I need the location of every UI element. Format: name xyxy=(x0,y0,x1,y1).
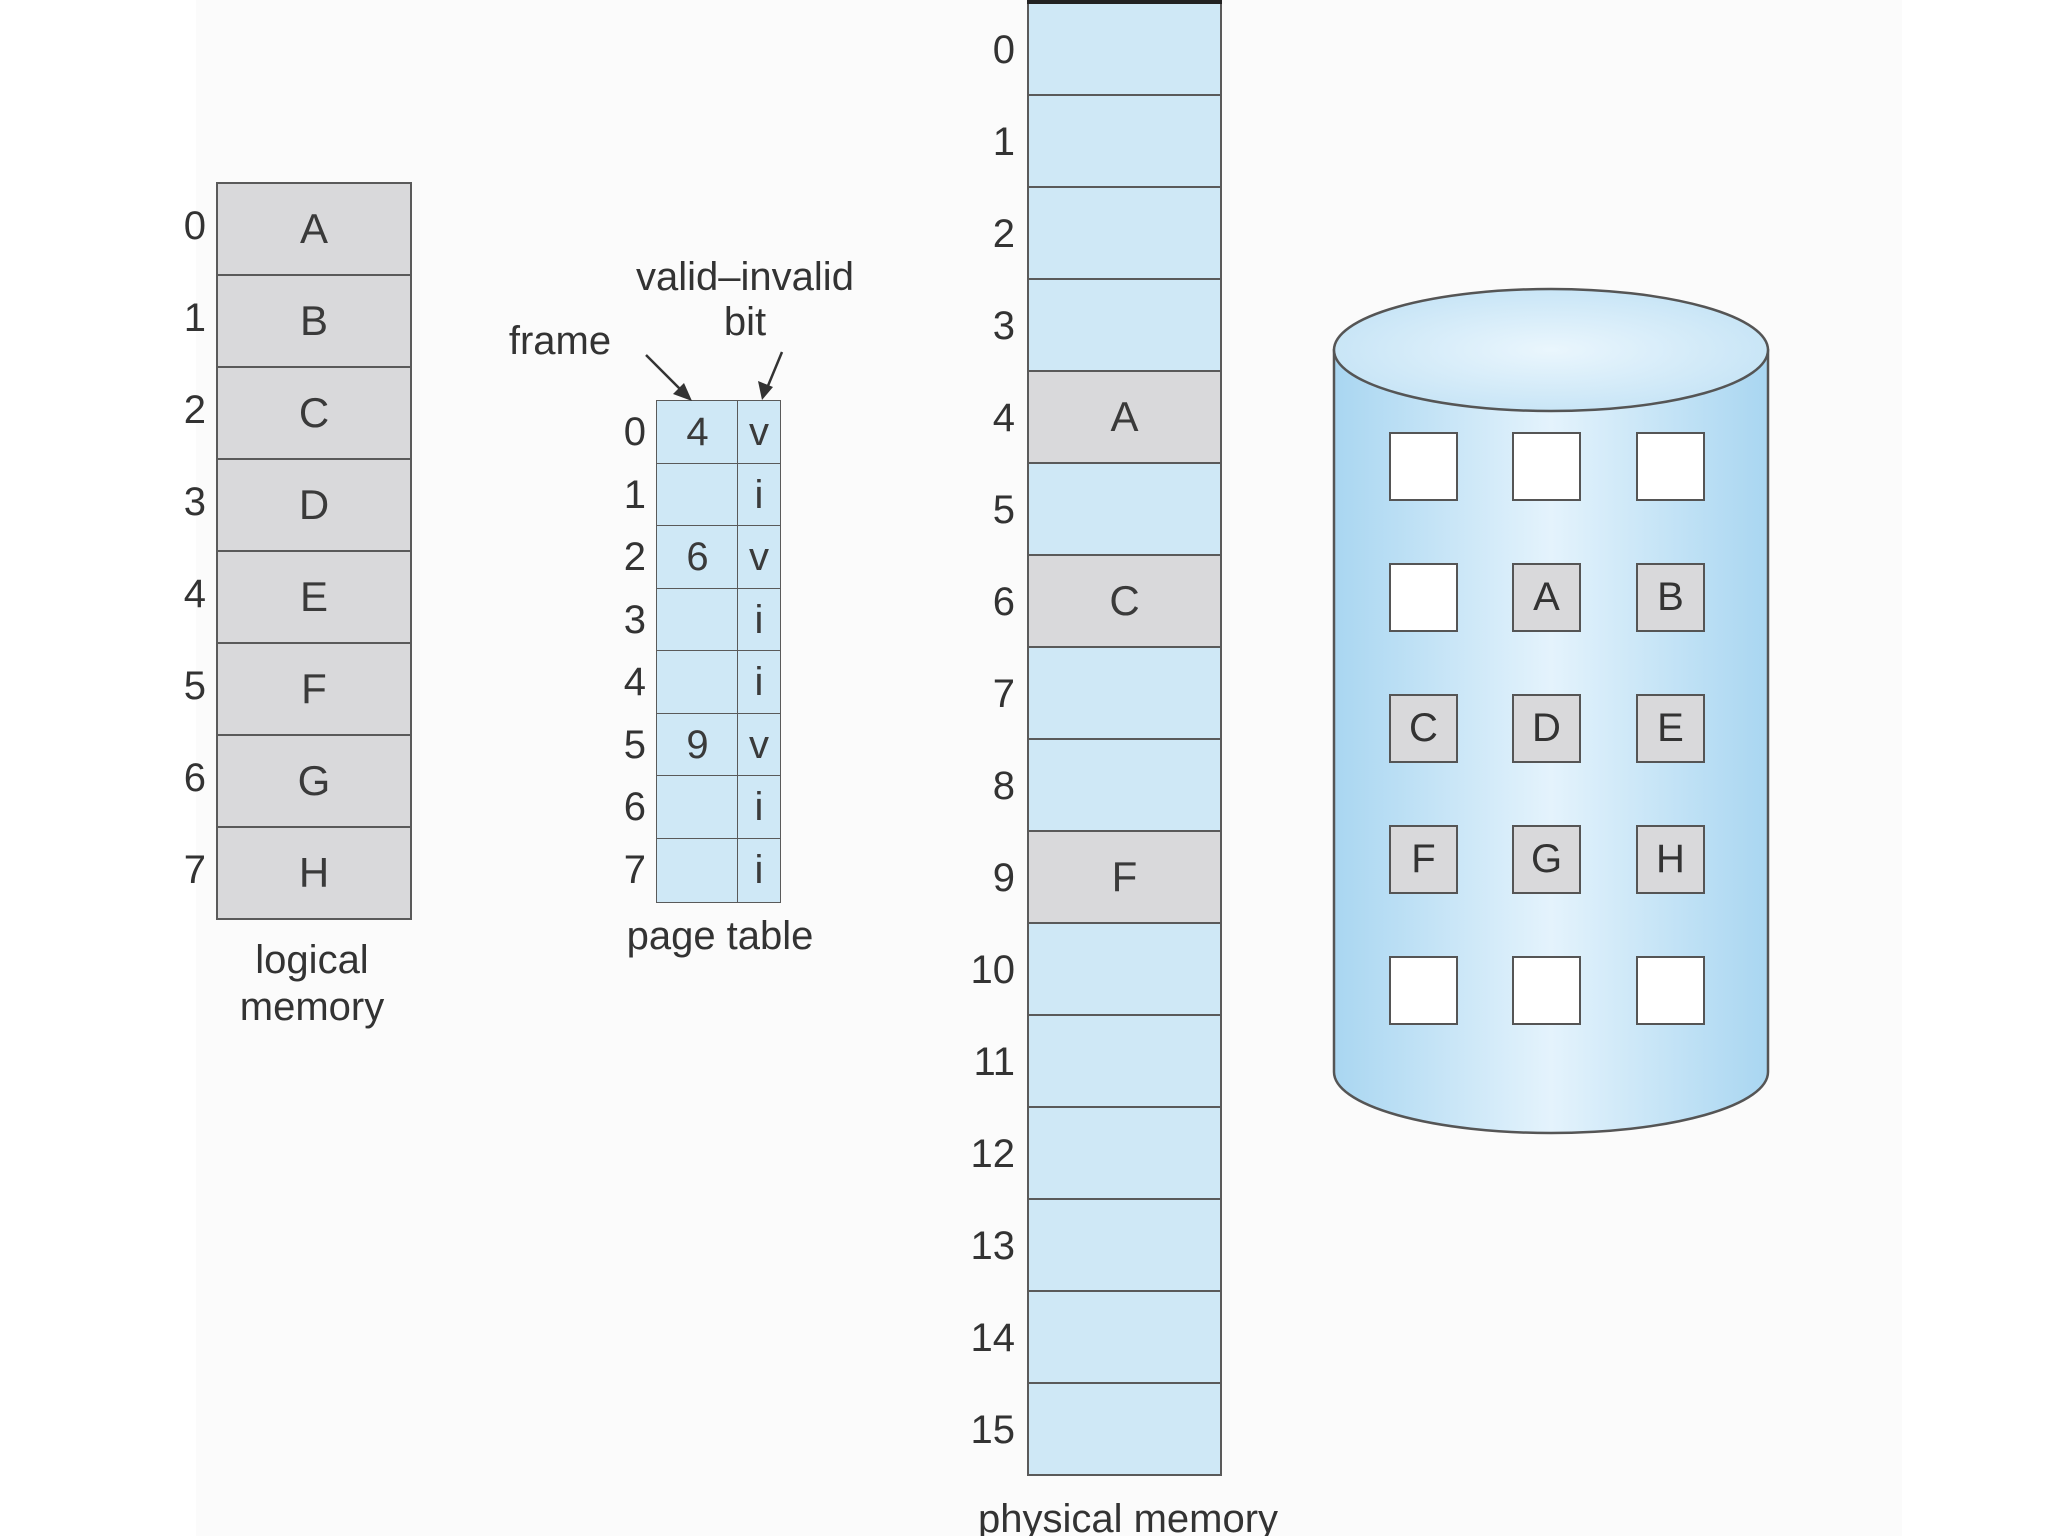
physical-frame-cell: C xyxy=(1027,554,1222,648)
physical-frame-index: 8 xyxy=(992,764,1015,808)
logical-page-index: 5 xyxy=(183,664,206,708)
page-table-index: 7 xyxy=(623,848,646,892)
logical-page-index: 3 xyxy=(183,480,206,524)
physical-frame-index: 4 xyxy=(992,396,1015,440)
page-table-frame-cell: 4 xyxy=(656,400,739,465)
backing-store-page-slot: G xyxy=(1512,825,1581,894)
physical-frame-cell: A xyxy=(1027,370,1222,464)
physical-frame-cell xyxy=(1027,646,1222,740)
logical-page-index: 7 xyxy=(183,848,206,892)
physical-frame-index: 2 xyxy=(992,212,1015,256)
page-table-valid-bit-cell: v xyxy=(737,400,781,465)
page-table-index: 0 xyxy=(623,410,646,454)
logical-page-cell: C xyxy=(216,366,412,460)
logical-page-cell: D xyxy=(216,458,412,552)
backing-store-page-slot xyxy=(1389,956,1458,1025)
physical-memory-top-edge xyxy=(1027,0,1222,4)
backing-store-page-slot xyxy=(1636,956,1705,1025)
physical-frame-index: 15 xyxy=(970,1408,1016,1452)
backing-store-page-slot: D xyxy=(1512,694,1581,763)
backing-store-page-slot: H xyxy=(1636,825,1705,894)
backing-store-page-slot: F xyxy=(1389,825,1458,894)
page-table-valid-bit-cell: i xyxy=(737,588,781,653)
valid-invalid-bit-label: valid–invalid bit xyxy=(636,255,854,344)
page-table-index: 3 xyxy=(623,598,646,642)
backing-store-page-slot: C xyxy=(1389,694,1458,763)
logical-page-index: 1 xyxy=(183,296,206,340)
valid-invalid-arrow xyxy=(758,351,784,400)
physical-frame-index: 5 xyxy=(992,488,1015,532)
page-table-valid-bit-cell: i xyxy=(737,838,781,903)
logical-page-index: 6 xyxy=(183,756,206,800)
page-table-frame-cell: 9 xyxy=(656,713,739,778)
physical-frame-cell xyxy=(1027,94,1222,188)
page-table-frame-cell: 6 xyxy=(656,525,739,590)
physical-frame-index: 6 xyxy=(992,580,1015,624)
physical-frame-index: 3 xyxy=(992,304,1015,348)
physical-frame-cell xyxy=(1027,278,1222,372)
physical-frame-cell xyxy=(1027,1382,1222,1476)
physical-frame-cell xyxy=(1027,1198,1222,1292)
page-table-frame-cell xyxy=(656,838,739,903)
page-table-index: 1 xyxy=(623,473,646,517)
page-table-label: page table xyxy=(626,914,814,958)
backing-store-page-slot xyxy=(1512,956,1581,1025)
physical-memory-label: physical memory xyxy=(977,1497,1279,1536)
logical-page-cell: G xyxy=(216,734,412,828)
page-table-index: 4 xyxy=(623,660,646,704)
frame-label: frame xyxy=(508,319,612,363)
physical-frame-index: 10 xyxy=(970,948,1016,992)
backing-store-page-slot: B xyxy=(1636,563,1705,632)
physical-frame-cell xyxy=(1027,1106,1222,1200)
page-table-index: 5 xyxy=(623,723,646,767)
physical-frame-cell xyxy=(1027,1290,1222,1384)
physical-frame-index: 14 xyxy=(970,1316,1016,1360)
logical-page-cell: B xyxy=(216,274,412,368)
logical-page-cell: A xyxy=(216,182,412,276)
page-table-valid-bit-cell: v xyxy=(737,713,781,778)
physical-frame-cell xyxy=(1027,462,1222,556)
logical-page-index: 2 xyxy=(183,388,206,432)
page-table-index: 2 xyxy=(623,535,646,579)
page-table-valid-bit-cell: i xyxy=(737,775,781,840)
page-table-frame-cell xyxy=(656,775,739,840)
backing-store-page-slot xyxy=(1512,432,1581,501)
logical-page-index: 4 xyxy=(183,572,206,616)
physical-frame-index: 1 xyxy=(992,120,1015,164)
logical-memory-label: logical memory xyxy=(239,938,385,1030)
backing-store-page-slot: E xyxy=(1636,694,1705,763)
backing-store-page-slot xyxy=(1389,432,1458,501)
physical-frame-index: 13 xyxy=(970,1224,1016,1268)
physical-frame-index: 11 xyxy=(973,1040,1015,1084)
physical-frame-cell xyxy=(1027,186,1222,280)
physical-frame-cell xyxy=(1027,1014,1222,1108)
backing-store-page-slot: A xyxy=(1512,563,1581,632)
physical-frame-index: 7 xyxy=(992,672,1015,716)
logical-page-cell: E xyxy=(216,550,412,644)
physical-frame-index: 12 xyxy=(970,1132,1016,1176)
logical-page-cell: H xyxy=(216,826,412,920)
page-table-frame-cell xyxy=(656,650,739,715)
physical-frame-index: 0 xyxy=(992,28,1015,72)
page-table-valid-bit-cell: v xyxy=(737,525,781,590)
logical-page-index: 0 xyxy=(183,204,206,248)
frame-arrow xyxy=(645,354,692,401)
backing-store-page-slot xyxy=(1636,432,1705,501)
physical-frame-index: 9 xyxy=(992,856,1015,900)
logical-page-cell: F xyxy=(216,642,412,736)
page-table-index: 6 xyxy=(623,785,646,829)
physical-frame-cell: F xyxy=(1027,830,1222,924)
backing-store-page-slot xyxy=(1389,563,1458,632)
